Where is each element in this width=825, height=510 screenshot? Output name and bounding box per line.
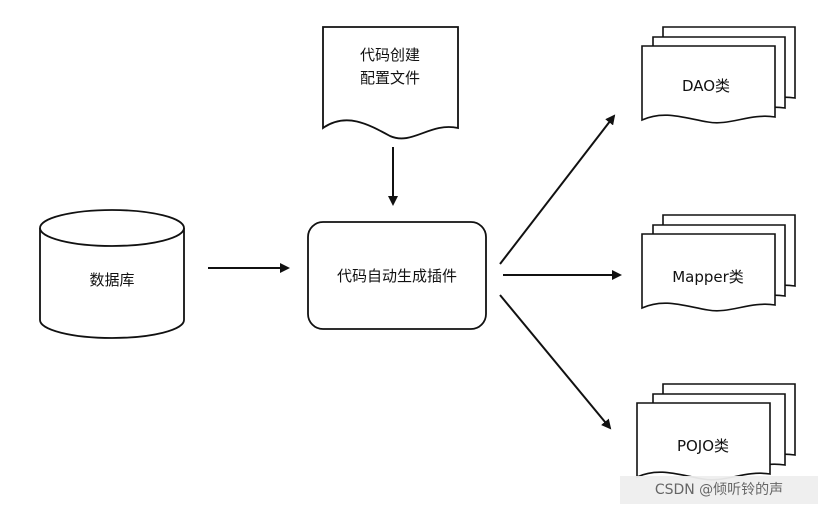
database-label: 数据库	[89, 271, 134, 289]
pojo-label: POJO类	[677, 437, 729, 455]
arrow-plugin-to-dao	[499, 114, 616, 265]
config-document-shape	[322, 26, 459, 140]
plugin-label: 代码自动生成插件	[337, 267, 457, 285]
database-node: 数据库	[39, 209, 185, 339]
config-document-node: 代码创建 配置文件	[322, 26, 459, 140]
mapper-document-stack: Mapper类	[641, 214, 796, 312]
mapper-label: Mapper类	[672, 268, 744, 286]
database-cylinder-top	[39, 209, 185, 247]
plugin-box	[307, 221, 487, 330]
dao-document-front	[641, 45, 776, 124]
pojo-document-stack: POJO类	[636, 383, 796, 481]
arrow-plugin-to-pojo	[499, 294, 612, 430]
config-label-line-1: 代码创建	[360, 46, 420, 64]
dao-document-stack: DAO类	[641, 26, 796, 124]
database-cylinder-body	[39, 228, 185, 339]
config-label-line-2: 配置文件	[360, 69, 420, 87]
mapper-document-front	[641, 233, 776, 312]
csdn-watermark: CSDN @倾听铃的声	[620, 476, 818, 504]
dao-label: DAO类	[682, 77, 730, 95]
plugin-node: 代码自动生成插件	[307, 221, 487, 330]
